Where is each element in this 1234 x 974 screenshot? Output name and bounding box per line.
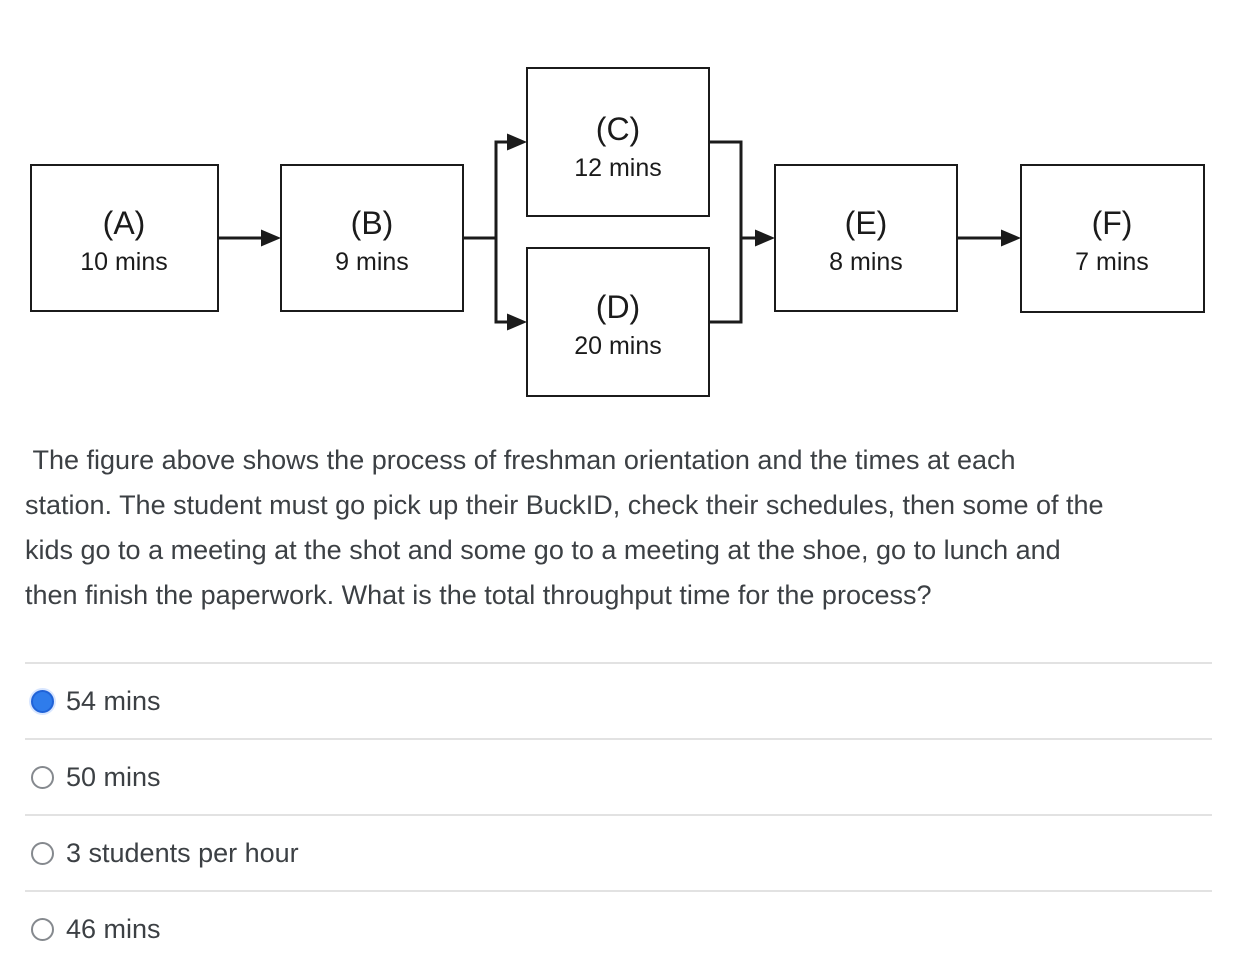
question-line: then finish the paperwork. What is the t… [25,580,932,610]
arrow-split-to-c-icon [507,133,527,151]
answer-option-row[interactable]: 46 mins [25,890,1212,966]
station-labels: (A) 10 mins (B) 9 mins (C) 12 mins (D) 2… [80,111,1149,360]
station-f-time: 7 mins [1075,248,1149,276]
station-e-time: 8 mins [829,248,903,276]
arrow-e-to-f-icon [1001,229,1021,247]
question-line: The figure above shows the process of fr… [25,445,1016,475]
arrow-split-to-d-icon [507,313,527,331]
arrow-merge-to-e-icon [755,229,775,247]
radio-button[interactable] [31,841,54,865]
answer-option-label: 46 mins [66,913,161,944]
flow-connectors [218,140,1002,324]
station-b-label: (B) [351,205,394,241]
station-e-label: (E) [845,205,888,241]
answer-option-row[interactable]: 54 mins [25,662,1212,738]
answer-option-label: 54 mins [66,685,161,716]
answer-options: 54 mins 50 mins 3 students per hour 46 m… [25,662,1212,966]
station-a-time: 10 mins [80,248,168,276]
answer-option-row[interactable]: 50 mins [25,738,1212,814]
question-line: kids go to a meeting at the shot and som… [25,535,1061,565]
answer-option-label: 3 students per hour [66,837,299,868]
station-c-time: 12 mins [574,154,662,182]
radio-button[interactable] [31,689,54,713]
arrow-a-to-b-icon [261,229,281,247]
radio-button[interactable] [31,765,54,789]
station-f-box [1020,164,1205,313]
station-f-label: (F) [1092,205,1133,241]
process-flow-diagram: (A) 10 mins (B) 9 mins (C) 12 mins (D) 2… [30,67,1205,397]
radio-button[interactable] [31,917,54,941]
station-a-label: (A) [103,205,146,241]
answer-option-row[interactable]: 3 students per hour [25,814,1212,890]
station-d-time: 20 mins [574,332,662,360]
arrowheads [261,133,1021,331]
station-b-time: 9 mins [335,248,409,276]
question-line: station. The student must go pick up the… [25,490,1104,520]
answer-option-label: 50 mins [66,761,161,792]
station-c-label: (C) [596,111,640,147]
question-text: The figure above shows the process of fr… [25,438,1215,618]
station-d-label: (D) [596,289,640,325]
